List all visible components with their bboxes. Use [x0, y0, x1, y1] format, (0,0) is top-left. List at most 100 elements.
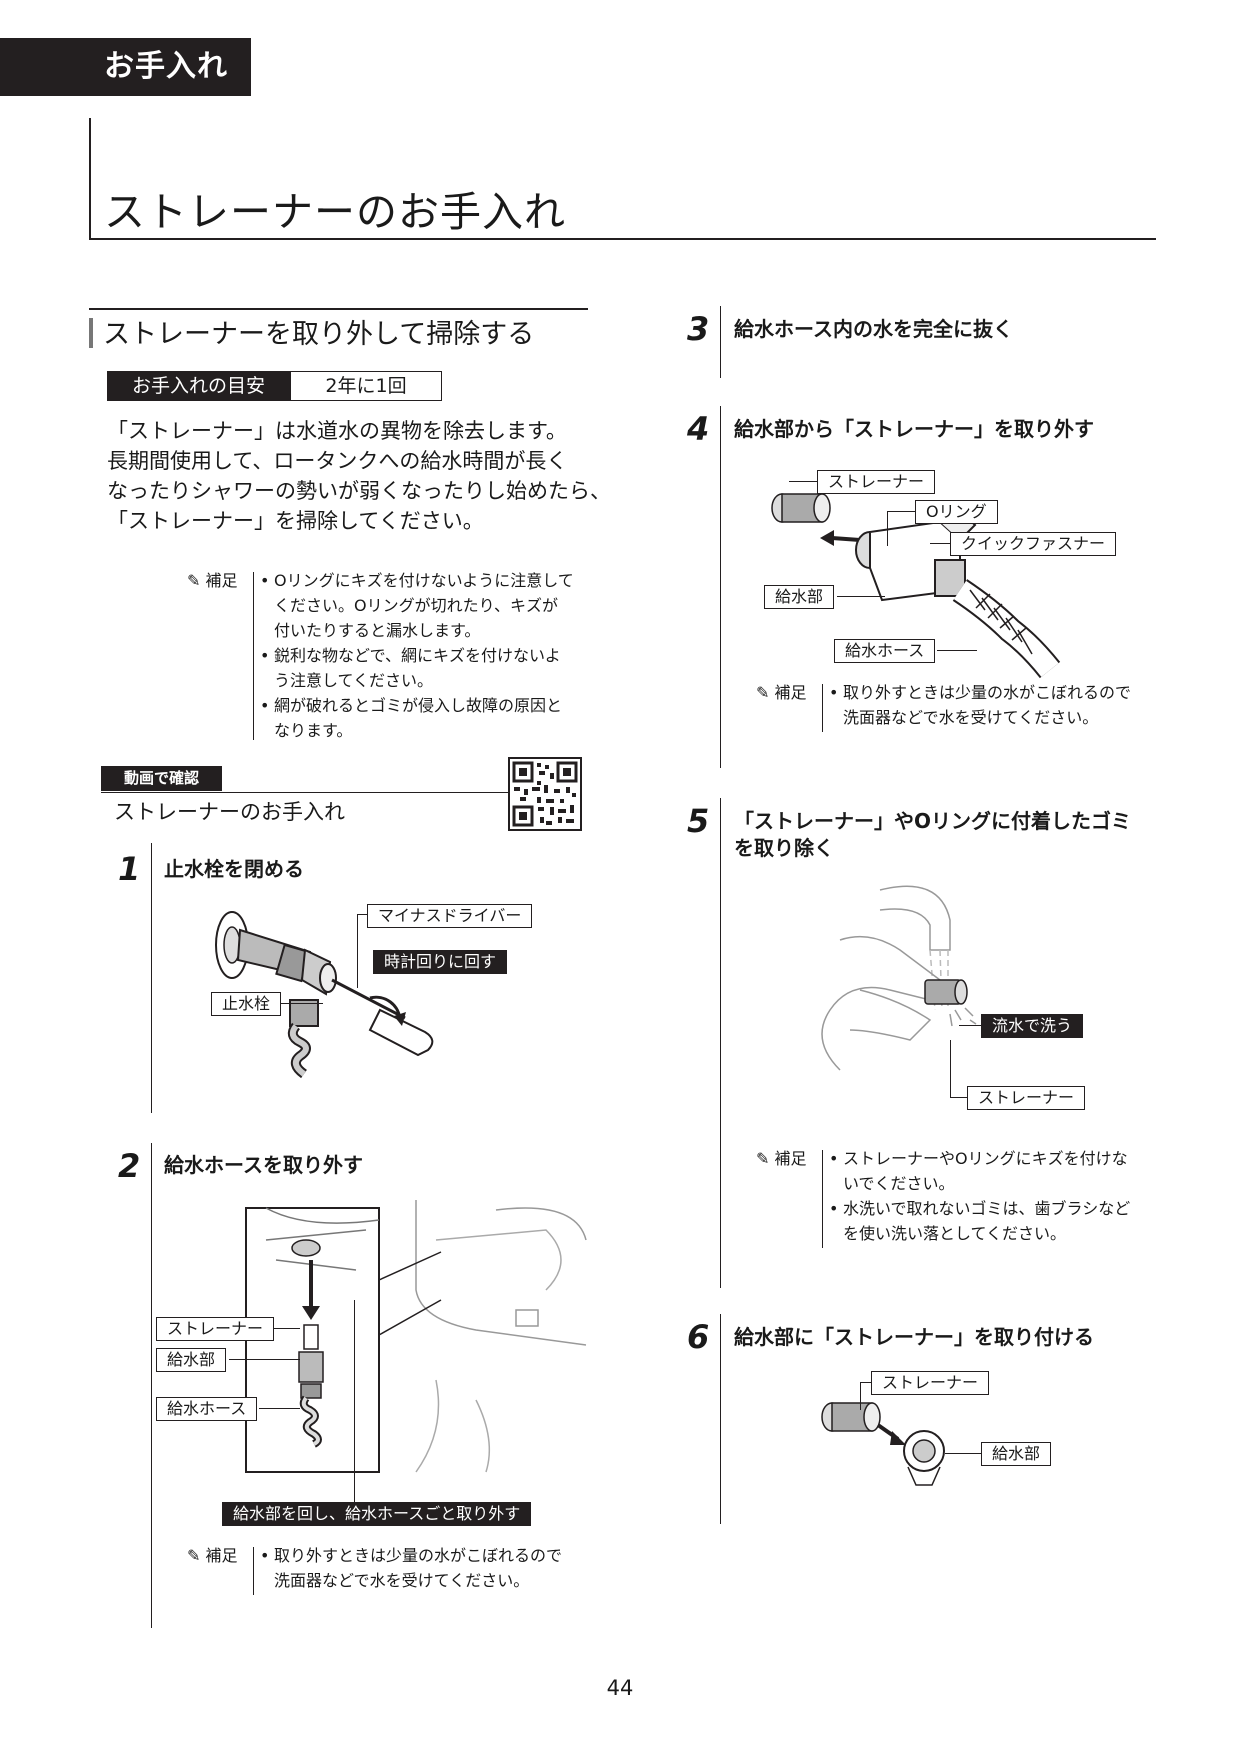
step-title: 給水ホースを取り外す — [164, 1153, 363, 1177]
strainer-label: ストレーナー — [871, 1371, 990, 1395]
note-divider — [822, 1150, 823, 1248]
note-list: ストレーナーやOリングにキズを付けな いでください。 水洗いで取れないゴミは、歯… — [829, 1146, 1130, 1246]
step-title: 給水部から「ストレーナー」を取り外す — [734, 417, 1094, 441]
sub-heading: ストレーナーを取り外して掃除する — [103, 319, 535, 350]
callout-line — [860, 1382, 871, 1383]
pencil-icon: ✎ — [187, 1546, 201, 1565]
note-heading: ✎ 補足 — [756, 1146, 807, 1171]
step-divider — [720, 798, 721, 1288]
callout-line — [357, 914, 367, 915]
note-item: 取り外すときは少量の水がこぼれるので 洗面器などで水を受けてください。 — [260, 1543, 562, 1593]
page-number: 44 — [606, 1676, 634, 1700]
valve-label: 止水栓 — [211, 992, 282, 1016]
note-heading: ✎ 補足 — [187, 1543, 238, 1568]
callout-line — [930, 543, 950, 544]
strainer-install-illustration — [821, 1402, 945, 1486]
clockwise-label: 時計回りに回す — [373, 950, 508, 974]
note-item: 網が破れるとゴミが侵入し故障の原因と なります。 — [260, 693, 574, 743]
supply-label: 給水部 — [764, 585, 835, 609]
intro-line: 「ストレーナー」を掃除してください。 — [107, 509, 484, 533]
step-title: 「ストレーナー」やOリングに付着したゴミ を取り除く — [734, 809, 1132, 860]
step-divider — [151, 843, 152, 1113]
note-list: 取り外すときは少量の水がこぼれるので 洗面器などで水を受けてください。 — [829, 680, 1131, 730]
callout-line — [860, 1382, 861, 1410]
note-divider — [822, 684, 823, 732]
callout-line — [274, 1328, 300, 1329]
callout-line — [959, 1025, 981, 1026]
note-list: 取り外すときは少量の水がこぼれるので 洗面器などで水を受けてください。 — [260, 1543, 562, 1593]
step5-note: ✎ 補足 ストレーナーやOリングにキズを付けな いでください。 水洗いで取れない… — [756, 1146, 1156, 1256]
intro-line: 「ストレーナー」は水道水の異物を除去します。 — [107, 419, 567, 443]
callout-line — [357, 914, 358, 988]
callout-line — [950, 1040, 951, 1098]
fastener-label: クイックファスナー — [950, 532, 1117, 556]
step-number: 4 — [687, 410, 710, 448]
intro-line: 長期間使用して、ロータンクへの給水時間が長く — [107, 449, 568, 473]
step-number: 2 — [118, 1147, 141, 1185]
callout-line — [887, 511, 888, 546]
care-interval-value: 2年に1回 — [290, 371, 442, 401]
callout-line — [937, 650, 977, 651]
intro-text: 「ストレーナー」は水道水の異物を除去します。 長期間使用して、ロータンクへの給水… — [107, 416, 611, 536]
driver-label: マイナスドライバー — [367, 904, 533, 928]
section-tab: お手入れ — [0, 38, 251, 96]
pencil-icon: ✎ — [756, 683, 770, 702]
note-label: 補足 — [774, 1149, 807, 1168]
note-item: 鋭利な物などで、網にキズを付けないよ う注意してください。 — [260, 643, 574, 693]
intro-line: なったりシャワーの勢いが弱くなったりし始めたら、 — [107, 479, 611, 503]
step-title: 止水栓を閉める — [164, 857, 304, 881]
step-title: 給水部に「ストレーナー」を取り付ける — [734, 1325, 1094, 1349]
intro-note: ✎ 補足 Oリングにキズを付けないように注意して ください。Oリングが切れたり、… — [187, 568, 597, 748]
step4-note: ✎ 補足 取り外すときは少量の水がこぼれるので 洗面器などで水を受けてください。 — [756, 680, 1156, 740]
step2-note: ✎ 補足 取り外すときは少量の水がこぼれるので 洗面器などで水を受けてください。 — [187, 1543, 597, 1603]
title-rule-horizontal — [89, 238, 1156, 240]
step-number: 1 — [118, 850, 141, 888]
callout-line — [887, 511, 915, 512]
video-rule — [101, 792, 508, 793]
hose-label: 給水ホース — [834, 639, 936, 663]
step-divider — [720, 306, 721, 378]
note-divider — [253, 1547, 254, 1595]
page-title: ストレーナーのお手入れ — [104, 188, 566, 236]
note-item: 取り外すときは少量の水がこぼれるので 洗面器などで水を受けてください。 — [829, 680, 1131, 730]
step-divider — [720, 1314, 721, 1524]
note-label: 補足 — [205, 571, 238, 590]
callout-line — [354, 1300, 355, 1502]
qr-code-icon[interactable] — [508, 757, 582, 831]
wash-label: 流水で洗う — [981, 1014, 1084, 1038]
callout-line — [950, 1097, 967, 1098]
note-label: 補足 — [774, 683, 807, 702]
strainer-label: ストレーナー — [156, 1317, 275, 1341]
callout-line — [945, 1453, 981, 1454]
pencil-icon: ✎ — [756, 1149, 770, 1168]
oring-label: Oリング — [915, 500, 998, 524]
step-title: 給水ホース内の水を完全に抜く — [734, 317, 1013, 341]
stop-valve-illustration — [215, 911, 434, 1079]
callout-line — [229, 1359, 300, 1360]
video-tag: 動画で確認 — [101, 766, 222, 791]
strainer-label: ストレーナー — [967, 1086, 1086, 1110]
callout-line — [259, 1408, 300, 1409]
step-divider — [720, 406, 721, 768]
note-item: ストレーナーやOリングにキズを付けな いでください。 — [829, 1146, 1130, 1196]
supply-label: 給水部 — [981, 1442, 1052, 1466]
sub-heading-rule — [89, 308, 588, 310]
care-interval-label: お手入れの目安 — [107, 371, 290, 401]
note-item: Oリングにキズを付けないように注意して ください。Oリングが切れたり、キズが 付… — [260, 568, 574, 643]
washing-strainer-illustration — [821, 885, 977, 1071]
strainer-removal-illustration — [771, 493, 1061, 679]
note-heading: ✎ 補足 — [187, 568, 238, 593]
step-number: 6 — [687, 1318, 710, 1356]
supply-label: 給水部 — [156, 1348, 227, 1372]
note-item: 水洗いで取れないゴミは、歯ブラシなど を使い洗い落としてください。 — [829, 1196, 1130, 1246]
step-number: 5 — [687, 802, 710, 840]
pencil-icon: ✎ — [187, 571, 201, 590]
sub-heading-marker — [89, 318, 93, 348]
title-rule-vertical — [89, 118, 91, 240]
note-divider — [253, 572, 254, 740]
hose-label: 給水ホース — [156, 1397, 258, 1421]
video-title[interactable]: ストレーナーのお手入れ — [114, 800, 345, 824]
action-label: 給水部を回し、給水ホースごと取り外す — [222, 1502, 532, 1526]
step-divider — [151, 1143, 152, 1628]
callout-line — [837, 596, 885, 597]
